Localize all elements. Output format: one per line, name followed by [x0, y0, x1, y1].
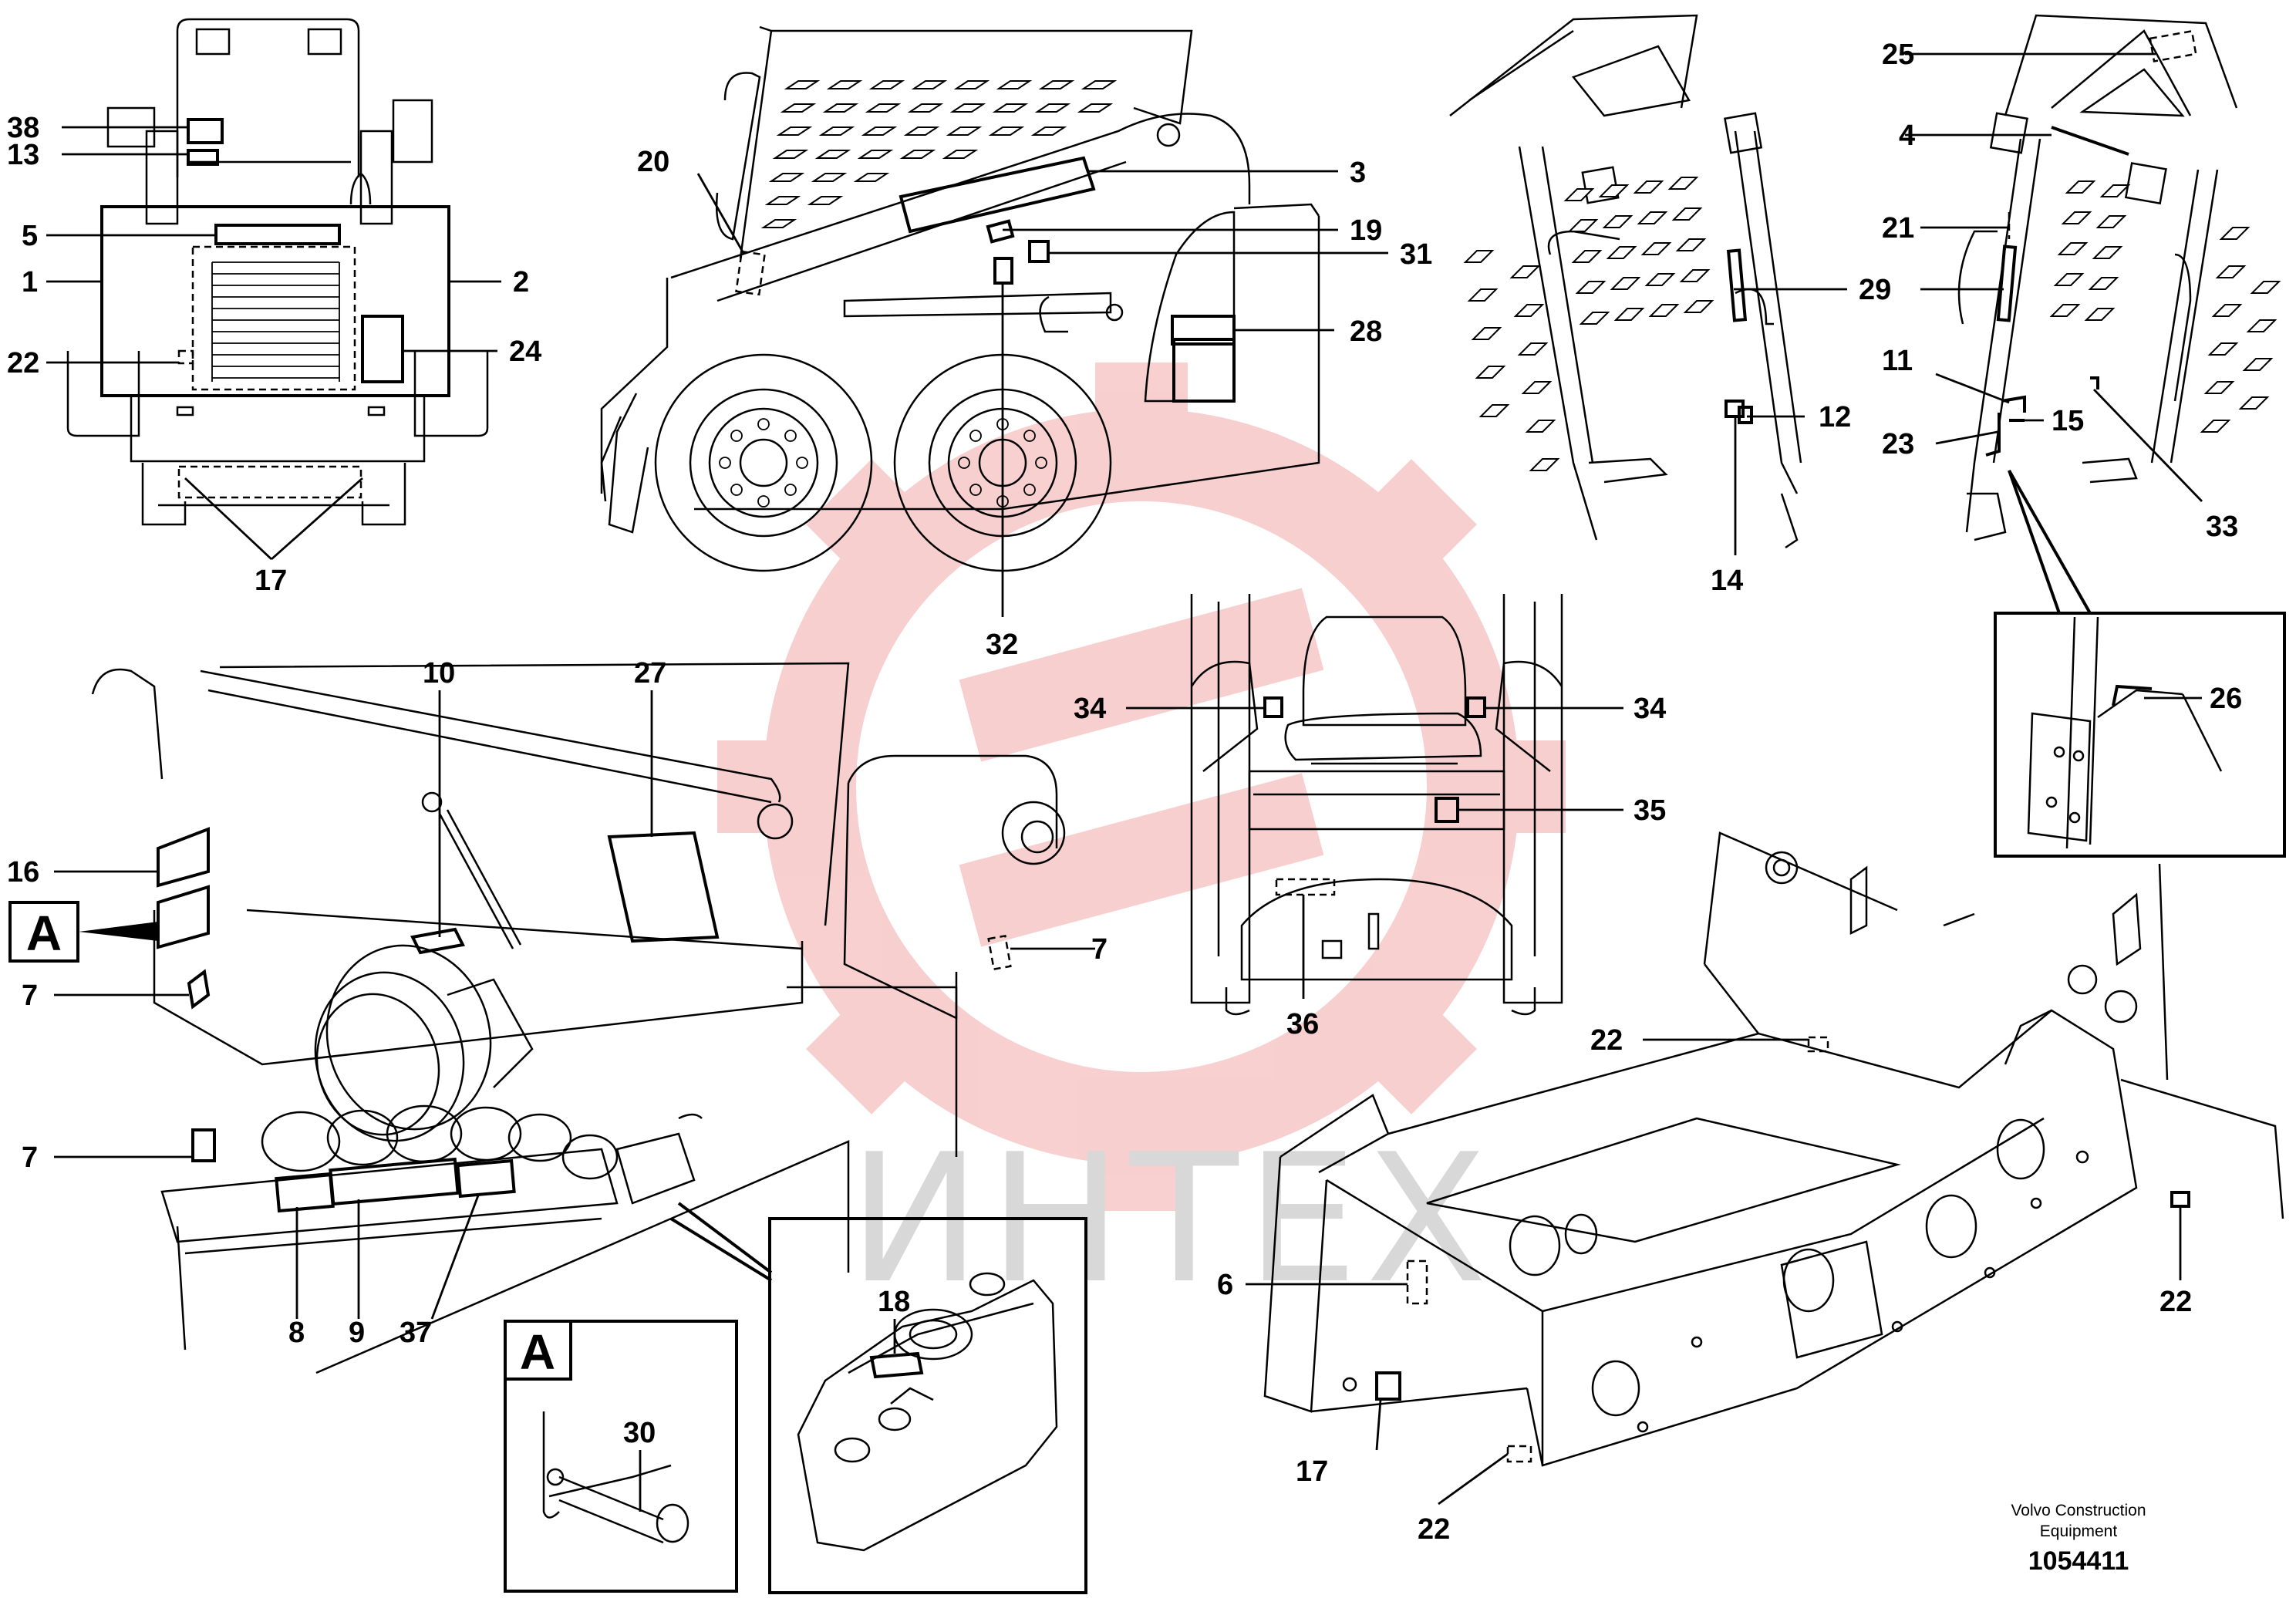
- footer-company-line1: Volvo Construction: [2011, 1502, 2146, 1519]
- side-window-mesh: [760, 80, 1118, 228]
- seat: [1284, 615, 1482, 765]
- callout-26: 26: [2210, 683, 2242, 715]
- callout-24: 24: [509, 336, 541, 368]
- callout-33: 33: [2206, 511, 2238, 543]
- callout-21: 21: [1882, 212, 1914, 244]
- callout-17-chassis: 17: [1296, 1455, 1328, 1488]
- inset-a-box: A: [504, 1320, 738, 1593]
- callout-7-left-upper: 7: [22, 980, 38, 1012]
- inset-a-letter: A: [520, 1324, 555, 1380]
- callout-36: 36: [1286, 1008, 1319, 1040]
- callout-29: 29: [1859, 274, 1891, 306]
- view-a-marker: A: [8, 901, 158, 963]
- callout-1: 1: [22, 266, 38, 298]
- callout-27: 27: [634, 657, 666, 690]
- footer: Volvo Construction Equipment 1054411: [2011, 1502, 2146, 1576]
- fuel-tank: [797, 1272, 1058, 1552]
- callout-7-right: 7: [1091, 933, 1108, 966]
- callout-7-left-lower: 7: [22, 1141, 38, 1174]
- callout-10: 10: [423, 657, 455, 690]
- callout-37: 37: [400, 1317, 432, 1349]
- callout-25: 25: [1882, 39, 1914, 71]
- callout-16: 16: [7, 856, 39, 889]
- callout-17-rear: 17: [255, 565, 287, 597]
- cab-left-mesh: [1463, 177, 1714, 471]
- footer-company-line2: Equipment: [2040, 1523, 2118, 1540]
- callout-14: 14: [1711, 565, 1743, 597]
- callout-numbers: 38 13 5 1 2 22 24 17 20 3 19 31 28 32 25…: [7, 39, 2242, 1546]
- callout-34-left: 34: [1074, 693, 1106, 725]
- detail-inset-26: [1994, 470, 2286, 858]
- engine-view-drawing: [91, 662, 1066, 1374]
- callout-28: 28: [1350, 315, 1382, 348]
- callout-22-chassis-bottom: 22: [1418, 1513, 1450, 1546]
- callout-35: 35: [1633, 794, 1666, 827]
- side-front-wheel: [654, 353, 873, 572]
- callout-22-rear: 22: [7, 347, 39, 379]
- callout-20: 20: [637, 146, 669, 178]
- callout-34-right: 34: [1633, 693, 1666, 725]
- view-a-marker-letter: A: [26, 905, 62, 961]
- callout-22-chassis-right: 22: [2159, 1286, 2192, 1318]
- leader-lines: [46, 52, 2203, 1512]
- callout-2: 2: [513, 266, 529, 298]
- chassis-view-drawing: [1263, 831, 2284, 1467]
- callout-12: 12: [1819, 401, 1851, 433]
- callout-13: 13: [7, 139, 39, 171]
- watermark-gear-logo: [717, 363, 1566, 1211]
- callout-38: 38: [7, 112, 39, 144]
- cab-view-left: [1449, 14, 1802, 549]
- watermark: ИНТЕХ: [717, 363, 1566, 1323]
- callout-6: 6: [1217, 1269, 1233, 1301]
- callout-8: 8: [288, 1317, 305, 1349]
- cab-right-mesh: [2049, 180, 2281, 433]
- callout-3: 3: [1350, 157, 1366, 189]
- callout-18: 18: [878, 1286, 910, 1318]
- callout-31: 31: [1400, 238, 1432, 271]
- rear-view-drawing: [66, 18, 489, 526]
- callout-4: 4: [1899, 120, 1915, 152]
- callout-15: 15: [2052, 405, 2084, 437]
- inset-18-box: [669, 1202, 1087, 1594]
- callout-22-chassis-top: 22: [1590, 1024, 1623, 1057]
- callout-19: 19: [1350, 214, 1382, 247]
- view-a-arrow: [79, 922, 158, 941]
- callout-9: 9: [349, 1317, 365, 1349]
- callout-5: 5: [22, 220, 38, 252]
- callout-23: 23: [1882, 428, 1914, 460]
- callout-11: 11: [1882, 345, 1913, 377]
- cab-view-right: [1957, 14, 2281, 541]
- document-number: 1054411: [2028, 1546, 2129, 1576]
- callout-32: 32: [986, 629, 1018, 661]
- side-view-drawing: [600, 25, 1320, 572]
- rear-grille: [211, 261, 340, 382]
- radiator-row: [160, 1104, 619, 1351]
- callout-30: 30: [623, 1417, 656, 1449]
